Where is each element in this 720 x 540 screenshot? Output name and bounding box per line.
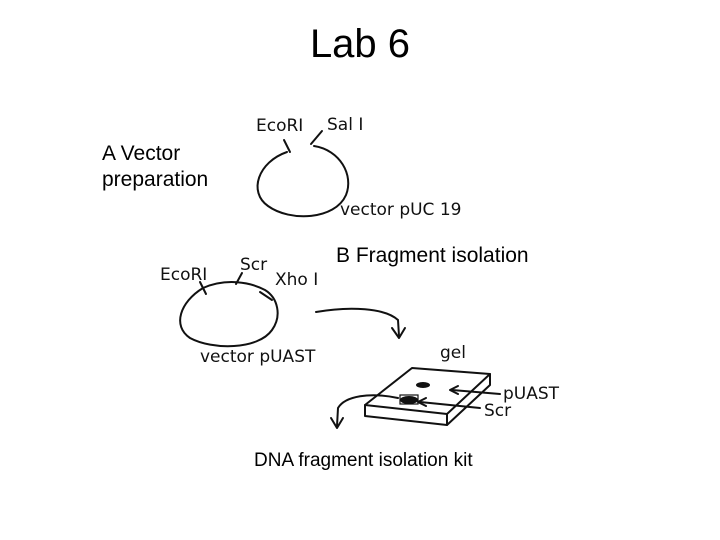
plasmid-b-site-1: EcoRI: [160, 265, 207, 285]
gel-band-1-label: pUAST: [503, 384, 560, 404]
plasmid-b: EcoRI Scr Xho I vector pUAST: [160, 255, 318, 367]
plasmid-a-site-1-tick: [284, 140, 290, 152]
plasmid-a-site-1: EcoRI: [256, 116, 303, 136]
gel-band-2-label: Scr: [484, 401, 511, 421]
plasmid-a: EcoRI Sal I vector pUC 19: [256, 115, 461, 220]
band-1-pointer: [452, 390, 500, 394]
arrow-to-gel: [316, 309, 405, 338]
gel-front: [365, 405, 447, 425]
gel-label: gel: [440, 343, 466, 363]
plasmid-a-site-2: Sal I: [327, 115, 363, 135]
gel-slab: gel pUAST Scr: [365, 343, 560, 425]
gel-band-2: [400, 396, 418, 404]
plasmid-b-site-3: Xho I: [275, 270, 318, 290]
plasmid-b-ring: [180, 282, 277, 346]
plasmid-a-name: vector pUC 19: [340, 200, 461, 220]
plasmid-a-ring: [258, 146, 349, 216]
plasmid-b-site-2: Scr: [240, 255, 267, 275]
plasmid-a-site-2-tick: [311, 131, 322, 144]
gel-band-1: [416, 382, 430, 388]
plasmid-b-name: vector pUAST: [200, 347, 316, 367]
